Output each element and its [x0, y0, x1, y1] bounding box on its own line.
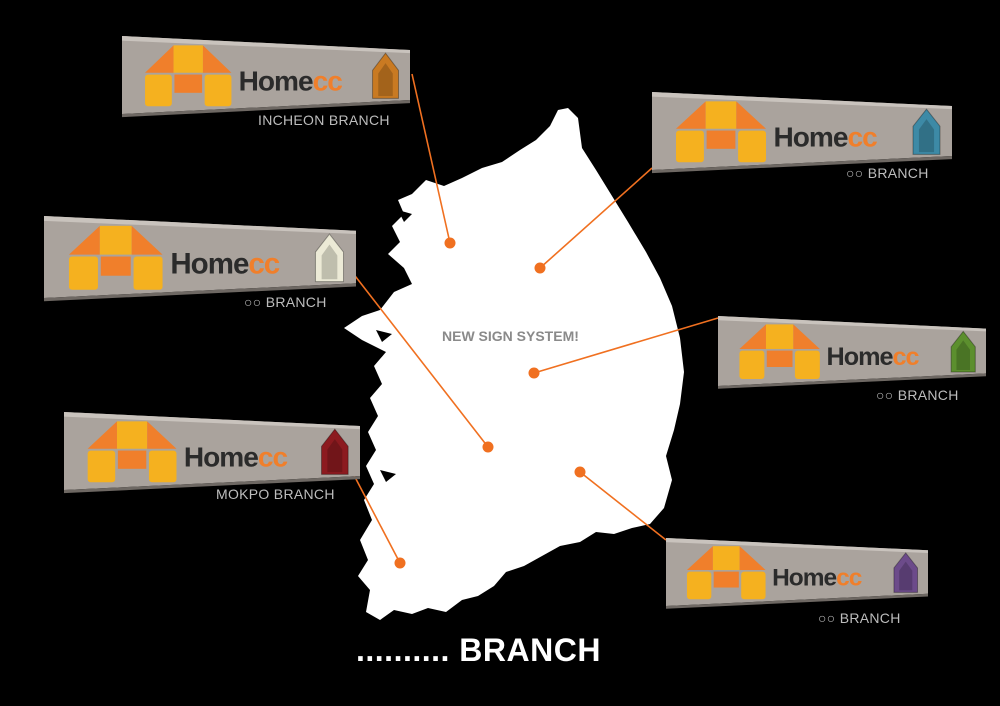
house-icon — [372, 52, 399, 99]
house-icon — [912, 108, 941, 155]
logo-mid-block — [706, 130, 736, 149]
logo-leg-left — [686, 571, 712, 600]
logo-mid-block — [713, 571, 739, 588]
branch-label: ○○ BRANCH — [876, 387, 959, 403]
logo-roof-mid — [712, 546, 740, 571]
location-dot — [528, 367, 540, 379]
korea-map — [344, 108, 684, 620]
connector-lines — [345, 73, 719, 564]
logo-roof-mid — [765, 324, 794, 349]
house-icon-inner — [378, 63, 393, 97]
logo-leg-left — [87, 450, 116, 483]
logo-leg-right — [133, 256, 163, 290]
branch-label: ○○ BRANCH — [818, 610, 901, 626]
center-label: NEW SIGN SYSTEM! — [442, 328, 579, 344]
house-icon-inner — [321, 244, 338, 280]
logo-leg-left — [676, 130, 704, 163]
logo-mid-block — [766, 350, 793, 367]
house-icon — [950, 330, 976, 373]
brand-wordmark: Homecc — [827, 343, 920, 371]
house-icon-inner — [327, 439, 343, 473]
house-icon — [893, 552, 919, 593]
branch-label: INCHEON BRANCH — [258, 112, 390, 128]
panel-top-edge — [122, 36, 410, 54]
panel-bottom-edge — [652, 155, 952, 174]
connector-line — [579, 471, 667, 541]
logo-roof-left — [686, 546, 713, 571]
panel-bottom-edge — [122, 99, 410, 118]
logo-leg-right — [738, 130, 766, 163]
footer-title: .......... BRANCH — [356, 632, 601, 668]
logo-roof-left — [68, 225, 100, 255]
connector-line — [539, 167, 653, 269]
logo-leg-right — [741, 571, 766, 600]
logo-leg-right — [794, 350, 820, 379]
location-dot — [534, 262, 546, 274]
branch-label: ○○ BRANCH — [846, 165, 929, 181]
sign-panel: Homecc — [64, 412, 360, 494]
logo-leg-right — [148, 450, 177, 483]
connector-line — [351, 271, 489, 448]
location-dot — [444, 237, 456, 249]
panel-top-edge — [64, 412, 360, 430]
brand-wordmark: Homecc — [239, 66, 343, 97]
logo-roof-mid — [116, 421, 148, 449]
brand-wordmark: Homecc — [772, 565, 862, 592]
logo-roof-left — [145, 45, 174, 73]
logo-roof-left — [739, 324, 766, 349]
panel-top-edge — [44, 216, 356, 235]
brand-wordmark: Homecc — [170, 247, 279, 280]
location-dot — [394, 557, 406, 569]
panel-bottom-edge — [44, 283, 356, 302]
connector-line — [533, 317, 719, 374]
branch-label: MOKPO BRANCH — [216, 486, 335, 502]
sign-panel: Homecc — [666, 538, 928, 609]
sign-panel: Homecc — [718, 316, 986, 389]
brand-wordmark: Homecc — [774, 122, 878, 153]
house-icon-inner — [956, 340, 970, 370]
logo-leg-left — [145, 74, 172, 107]
location-dots — [394, 237, 586, 569]
house-icon-inner — [918, 119, 935, 153]
logo-roof-right — [131, 225, 163, 255]
logo-roof-mid — [99, 225, 132, 255]
panel-bottom-edge — [64, 475, 360, 494]
house-icon — [321, 428, 349, 475]
location-dot — [482, 441, 494, 453]
panel-bottom-edge — [666, 593, 928, 609]
panel-bottom-edge — [718, 373, 986, 389]
logo-roof-mid — [173, 45, 203, 73]
location-dot — [574, 466, 586, 478]
sign-panel: Homecc — [652, 92, 952, 174]
sign-panel: Homecc — [44, 216, 356, 302]
logo-roof-right — [739, 546, 766, 571]
logo-leg-left — [68, 256, 98, 290]
brand-wordmark: Homecc — [184, 442, 288, 473]
logo-mid-block — [117, 450, 147, 469]
logo-roof-mid — [705, 101, 737, 129]
logo-mid-block — [100, 256, 131, 276]
sign-panel: Homecc — [122, 36, 410, 118]
branch-label: ○○ BRANCH — [244, 294, 327, 310]
logo-leg-right — [204, 74, 232, 107]
panel-top-edge — [652, 92, 952, 110]
logo-leg-left — [739, 350, 765, 379]
logo-mid-block — [174, 74, 203, 93]
house-icon — [314, 233, 345, 283]
connector-line — [411, 73, 451, 244]
house-icon-inner — [899, 561, 913, 591]
panel-top-edge — [718, 316, 986, 332]
panel-top-edge — [666, 538, 928, 553]
